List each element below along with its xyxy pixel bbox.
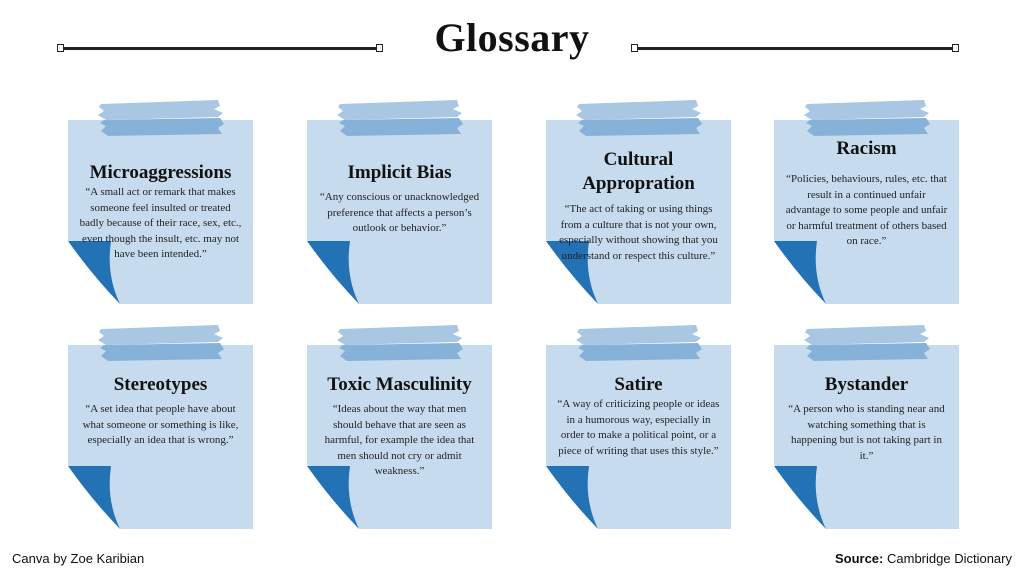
card-definition: “A way of criticizing people or ideas in… <box>557 398 720 457</box>
card-term: Stereotypes <box>113 374 208 395</box>
tape-icon <box>576 100 701 120</box>
sticky-note-icon <box>774 325 959 529</box>
card-definition: “Policies, behaviours, rules, etc. that … <box>785 173 948 247</box>
card-term: Racism <box>836 138 897 159</box>
tape-icon <box>337 100 462 120</box>
glossary-card: Stereotypes “A set idea that people have… <box>68 325 253 529</box>
card-body: Satire “A way of criticizing people or i… <box>546 373 731 459</box>
left-divider <box>62 47 380 50</box>
glossary-card: Toxic Masculinity “Ideas about the way t… <box>307 325 492 529</box>
card-definition: “A small act or remark that makes someon… <box>79 186 242 260</box>
glossary-card: Cultural Appropration “The act of taking… <box>546 100 731 304</box>
source-citation: Source: Cambridge Dictionary <box>835 551 1012 566</box>
card-body: Microaggressions “A small act or remark … <box>68 161 253 263</box>
sticky-note-icon <box>307 100 492 304</box>
right-divider <box>636 47 956 50</box>
sticky-note-icon <box>546 325 731 529</box>
tape-icon <box>337 325 462 345</box>
glossary-card: Bystander “A person who is standing near… <box>774 325 959 529</box>
card-definition: “A set idea that people have about what … <box>82 403 239 446</box>
divider-node <box>376 44 383 52</box>
card-definition: “Any conscious or unacknowledged prefere… <box>319 191 480 234</box>
card-body: Racism “Policies, behaviours, rules, etc… <box>774 137 959 250</box>
divider-node <box>631 44 638 52</box>
source-value: Cambridge Dictionary <box>887 551 1012 566</box>
tape-icon <box>804 100 929 120</box>
tape-icon <box>98 325 223 345</box>
card-body: Stereotypes “A set idea that people have… <box>68 373 253 449</box>
credit-text: Canva by Zoe Karibian <box>12 551 145 566</box>
card-body: Cultural Appropration “The act of taking… <box>546 148 731 264</box>
glossary-card: Racism “Policies, behaviours, rules, etc… <box>774 100 959 304</box>
card-definition: “A person who is standing near and watch… <box>788 403 945 462</box>
sticky-note-icon <box>307 325 492 529</box>
source-label: Source: <box>834 551 884 566</box>
divider-node <box>952 44 959 52</box>
card-term: Cultural Appropration <box>582 149 695 194</box>
tape-icon <box>804 325 929 345</box>
tape-icon <box>576 325 701 345</box>
glossary-card: Microaggressions “A small act or remark … <box>68 100 253 304</box>
card-term: Implicit Bias <box>347 162 452 183</box>
card-term: Toxic Masculinity <box>327 374 472 395</box>
card-body: Implicit Bias “Any conscious or unacknow… <box>307 161 492 237</box>
page-title: Glossary <box>434 15 590 60</box>
card-term: Satire <box>614 374 663 395</box>
sticky-note-icon <box>546 100 731 304</box>
card-term: Microaggressions <box>89 162 232 183</box>
card-definition: “Ideas about the way that men should beh… <box>324 403 475 477</box>
sticky-note-icon <box>68 325 253 529</box>
glossary-card: Implicit Bias “Any conscious or unacknow… <box>307 100 492 304</box>
tape-icon <box>98 100 223 120</box>
glossary-card: Satire “A way of criticizing people or i… <box>546 325 731 529</box>
card-body: Toxic Masculinity “Ideas about the way t… <box>307 373 492 480</box>
card-definition: “The act of taking or using things from … <box>559 203 718 262</box>
card-term: Bystander <box>824 374 909 395</box>
divider-node <box>57 44 64 52</box>
sticky-note-icon <box>774 100 959 304</box>
card-body: Bystander “A person who is standing near… <box>774 373 959 464</box>
sticky-note-icon <box>68 100 253 304</box>
